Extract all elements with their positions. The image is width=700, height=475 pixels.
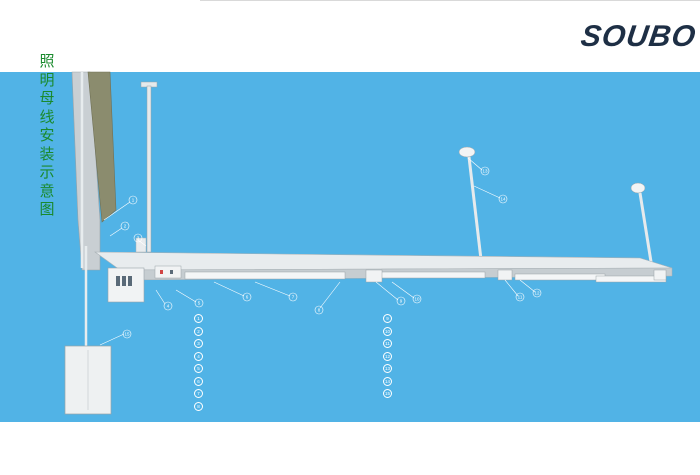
svg-text:4: 4 xyxy=(167,304,170,309)
callout-10: 10 xyxy=(412,294,422,304)
svg-text:3: 3 xyxy=(137,236,140,241)
svg-text:8: 8 xyxy=(318,308,321,313)
luminaire-2 xyxy=(374,271,486,279)
tap-off-box xyxy=(154,265,182,279)
luminaire-3 xyxy=(514,273,606,281)
header: SOUBO xyxy=(0,0,700,72)
legend-item: 1 xyxy=(194,314,247,327)
callouts: 1 2 3 4 5 6 7 8 9 10 11 12 13 14 15 xyxy=(120,166,542,339)
svg-text:10: 10 xyxy=(414,297,420,302)
svg-text:13: 13 xyxy=(482,169,488,174)
svg-text:1: 1 xyxy=(132,198,135,203)
legend-item: 8 xyxy=(194,401,247,415)
callout-1: 1 xyxy=(128,195,138,205)
legend-left: 1 2 3 4 5 6 7 8 xyxy=(194,314,247,414)
legend-item: 6 xyxy=(194,376,247,390)
callout-8: 8 xyxy=(314,305,324,315)
svg-text:2: 2 xyxy=(124,224,127,229)
distribution-cabinet xyxy=(64,345,112,415)
rotary-plug-in-box xyxy=(365,269,667,283)
callout-14: 14 xyxy=(498,194,508,204)
svg-text:11: 11 xyxy=(518,295,523,300)
svg-text:6: 6 xyxy=(246,295,249,300)
header-divider xyxy=(200,0,700,1)
legend-item: 5 xyxy=(194,364,247,377)
legend-item: 15 xyxy=(383,389,392,398)
callout-6: 6 xyxy=(242,292,252,302)
svg-text:12: 12 xyxy=(534,291,540,296)
power-feed-box xyxy=(107,267,145,303)
callout-3: 3 xyxy=(133,233,143,243)
suspension-rod-right xyxy=(630,182,654,269)
callout-5: 5 xyxy=(194,298,204,308)
legend-item: 10 xyxy=(383,326,392,336)
svg-text:7: 7 xyxy=(292,295,295,300)
callout-12: 12 xyxy=(532,288,542,298)
legend-right: 9 10 11 12 13 14 15 xyxy=(383,314,436,402)
svg-text:15: 15 xyxy=(124,332,130,337)
legend-item: 3 xyxy=(194,339,247,352)
ceiling-beam xyxy=(87,71,117,223)
svg-text:9: 9 xyxy=(400,299,403,304)
suspension-rod-left xyxy=(140,81,158,253)
legend-item: 2 xyxy=(194,326,247,340)
footer-area xyxy=(0,422,700,475)
svg-text:14: 14 xyxy=(500,197,506,202)
callout-11: 11 xyxy=(515,292,525,302)
luminaire-1 xyxy=(184,271,346,280)
legend-item: 9 xyxy=(383,314,436,327)
svg-text:5: 5 xyxy=(198,301,201,306)
callout-leaders xyxy=(99,157,536,346)
callout-13: 13 xyxy=(480,166,490,176)
diagram-title: 照明母线安装示意图 xyxy=(39,52,55,218)
legend-item: 12 xyxy=(383,351,392,361)
legend-item: 14 xyxy=(383,376,392,386)
legend-item: 11 xyxy=(383,339,436,352)
legend-item: 4 xyxy=(194,351,247,365)
callout-15: 15 xyxy=(122,329,132,339)
suspension-rod-middle xyxy=(458,146,484,269)
diagram-panel xyxy=(0,72,700,422)
legend-item: 7 xyxy=(194,389,247,402)
legend-item: 13 xyxy=(383,364,392,373)
callout-7: 7 xyxy=(288,292,298,302)
callout-9: 9 xyxy=(396,296,406,306)
callout-4: 4 xyxy=(163,301,173,311)
callout-2: 2 xyxy=(120,221,130,231)
